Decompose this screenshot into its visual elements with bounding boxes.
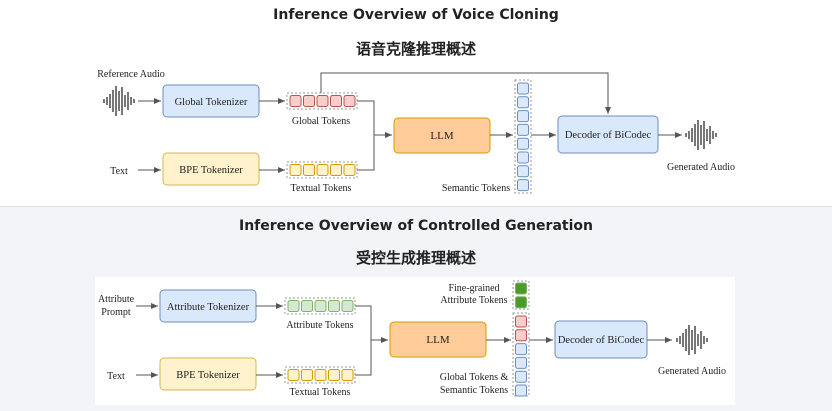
textual-token <box>314 369 327 381</box>
global-semantic-token <box>515 329 527 342</box>
semantic-token <box>517 165 529 178</box>
attribute-token <box>287 300 300 312</box>
bpe-tokenizer-label-bottom: BPE Tokenizer <box>176 370 240 381</box>
attribute-prompt-label-line2: Prompt <box>101 307 131 318</box>
controlled-generation-diagram: Attribute Prompt Attribute Tokenizer Att… <box>98 280 726 398</box>
attribute-token <box>301 300 313 312</box>
attribute-tokens <box>287 300 354 312</box>
global-and-semantic-tokens <box>515 315 527 397</box>
attribute-token <box>314 300 327 312</box>
global-token <box>303 95 315 107</box>
textual-token <box>343 164 356 176</box>
voice-cloning-title-en: Inference Overview of Voice Cloning <box>273 7 559 23</box>
attribute-tokenizer-label: Attribute Tokenizer <box>167 302 250 313</box>
global-token <box>316 95 329 107</box>
semantic-token <box>517 179 529 192</box>
reference-audio-waveform-icon <box>103 86 135 116</box>
llm-label: LLM <box>430 130 453 142</box>
reference-audio-label: Reference Audio <box>97 69 164 80</box>
semantic-token <box>517 123 529 136</box>
llm-label-bottom: LLM <box>426 334 449 346</box>
generated-audio-waveform-icon-bottom <box>676 325 708 355</box>
textual-token <box>301 369 313 381</box>
global-tokens-label: Global Tokens <box>292 116 350 127</box>
global-semantic-token <box>515 384 527 397</box>
generated-audio-label: Generated Audio <box>667 162 735 173</box>
global-semantic-token <box>515 315 527 328</box>
textual-token <box>341 369 354 381</box>
controlled-generation-title-en: Inference Overview of Controlled Generat… <box>239 218 593 234</box>
semantic-token <box>517 110 529 123</box>
textual-token <box>303 164 315 176</box>
generated-audio-label-bottom: Generated Audio <box>658 366 726 377</box>
textual-tokens-label-bottom: Textual Tokens <box>290 387 351 398</box>
semantic-token <box>517 137 529 150</box>
semantic-tokens-group <box>514 79 532 194</box>
fine-grained-label-line1: Fine-grained <box>448 283 499 294</box>
textual-token <box>316 164 329 176</box>
bpe-tokenizer-box-bottom <box>159 357 257 391</box>
text-input-label: Text <box>110 166 128 177</box>
global-token <box>343 95 356 107</box>
controlled-generation-title-zh: 受控生成推理概述 <box>355 249 476 267</box>
attribute-token <box>328 300 340 312</box>
bpe-tokenizer-label: BPE Tokenizer <box>179 165 243 176</box>
attribute-prompt-label-line1: Attribute <box>98 294 135 305</box>
textual-tokens-label: Textual Tokens <box>291 183 352 194</box>
textual-tokens <box>289 164 356 176</box>
global-token <box>289 95 302 107</box>
semantic-tokens <box>517 82 529 192</box>
fine-grained-attribute-tokens <box>515 282 527 309</box>
global-tokenizer-label: Global Tokenizer <box>175 97 248 108</box>
global-semantic-token <box>515 343 527 356</box>
decoder-label-bottom: Decoder of BiCodec <box>558 335 645 346</box>
textual-token <box>330 164 342 176</box>
global-tokens <box>289 95 356 107</box>
fine-grained-tokens-group <box>512 280 530 310</box>
semantic-tokens-label: Semantic Tokens <box>442 183 510 194</box>
global-semantic-token <box>515 370 527 383</box>
global-semantic-token <box>515 356 527 369</box>
voice-cloning-panel <box>0 0 832 207</box>
voice-cloning-diagram: Reference Audio Global Tokenizer Global … <box>97 69 735 194</box>
attribute-token <box>341 300 354 312</box>
fine-grained-label-line2: Attribute Tokens <box>440 295 507 306</box>
voice-cloning-title-zh: 语音克隆推理概述 <box>355 40 476 58</box>
global-token <box>330 95 342 107</box>
semantic-token <box>517 82 529 95</box>
text-input-label-bottom: Text <box>107 371 125 382</box>
bpe-tokenizer-box <box>162 152 260 186</box>
fine-grained-token <box>515 282 527 295</box>
textual-token <box>287 369 300 381</box>
textual-token <box>289 164 302 176</box>
decoder-label: Decoder of BiCodec <box>565 130 652 141</box>
textual-token <box>328 369 340 381</box>
fine-grained-token <box>515 296 527 309</box>
global-semantic-tokens-group <box>512 312 530 397</box>
generated-audio-waveform-icon <box>685 120 717 150</box>
attribute-tokens-label: Attribute Tokens <box>286 320 353 331</box>
textual-tokens-bottom <box>287 369 354 381</box>
global-semantic-label-line1: Global Tokens & <box>440 372 509 383</box>
semantic-token <box>517 151 529 164</box>
semantic-token <box>517 96 529 109</box>
global-semantic-label-line2: Semantic Tokens <box>440 385 508 396</box>
